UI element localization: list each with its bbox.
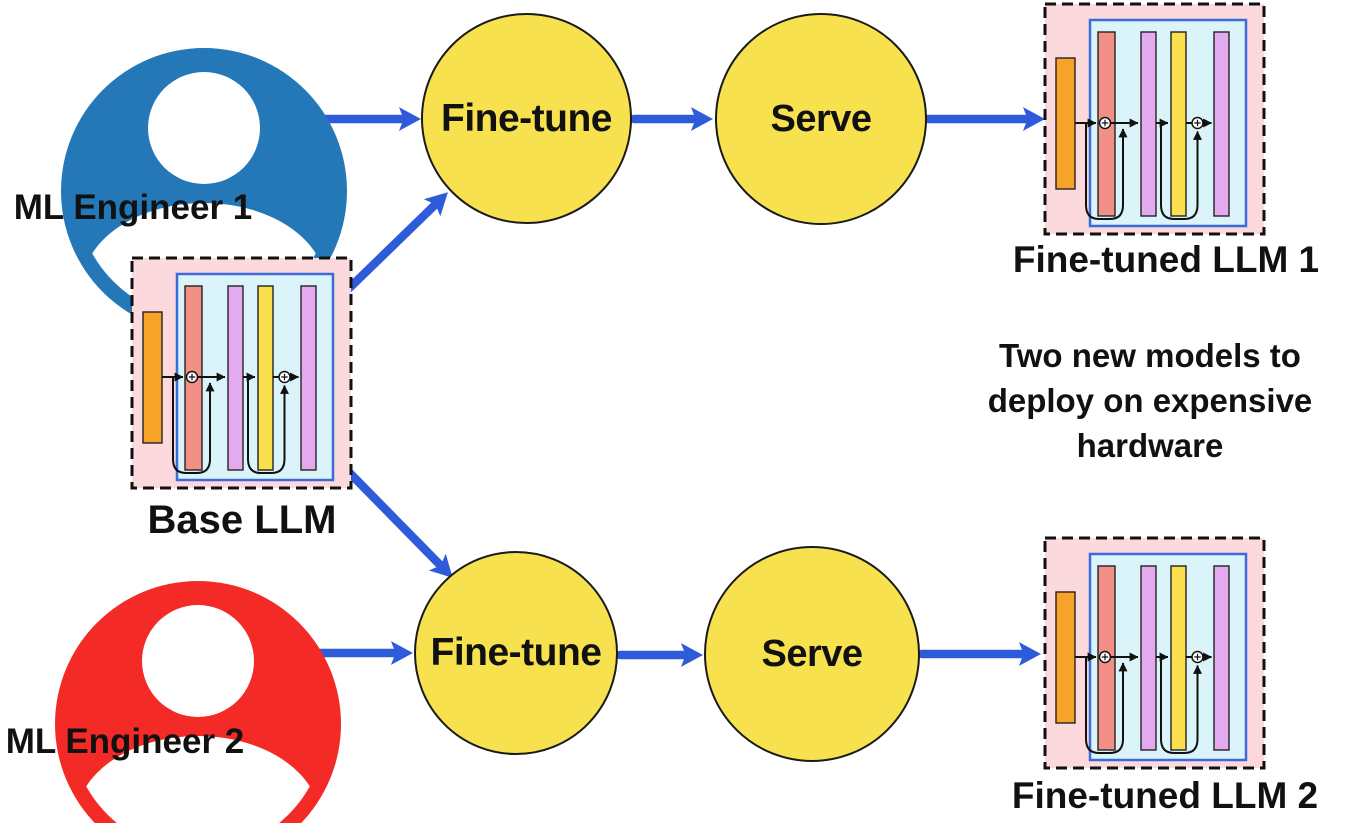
serve-1-label: Serve [770,97,872,140]
person-icon [55,581,341,823]
fine-tuned-llm-1-node [1043,2,1266,236]
base-llm-node [130,256,353,490]
serve-2-label: Serve [761,632,863,675]
person-icon [61,48,347,334]
arrow-basellm-to-finetune1 [330,192,448,307]
serve-2-node: Serve [704,546,920,762]
ml-engineer-1-label: ML Engineer 1 [13,188,253,227]
transformer-block-icon [1043,536,1266,770]
ml-engineer-2-label: ML Engineer 2 [5,722,245,761]
fine-tuned-llm-1-label: Fine-tuned LLM 1 [1012,239,1320,280]
fine-tune-2-node: Fine-tune [414,551,618,755]
annotation-text: Two new models to deploy on expensive ha… [987,337,1313,464]
arrow-basellm-to-finetune2 [331,454,453,578]
ml-engineer-1-node [61,48,347,334]
fine-tune-1-label: Fine-tune [441,96,612,140]
fine-tuned-llm-2-label: Fine-tuned LLM 2 [1011,775,1319,816]
transformer-block-icon [130,256,353,490]
fine-tune-2-label: Fine-tune [430,631,602,674]
ml-engineer-2-node [55,581,341,823]
transformer-block-icon [1043,2,1266,236]
serve-1-node: Serve [715,13,927,225]
base-llm-label: Base LLM [147,498,337,542]
fine-tune-1-node: Fine-tune [421,13,632,224]
fine-tuned-llm-2-node [1043,536,1266,770]
